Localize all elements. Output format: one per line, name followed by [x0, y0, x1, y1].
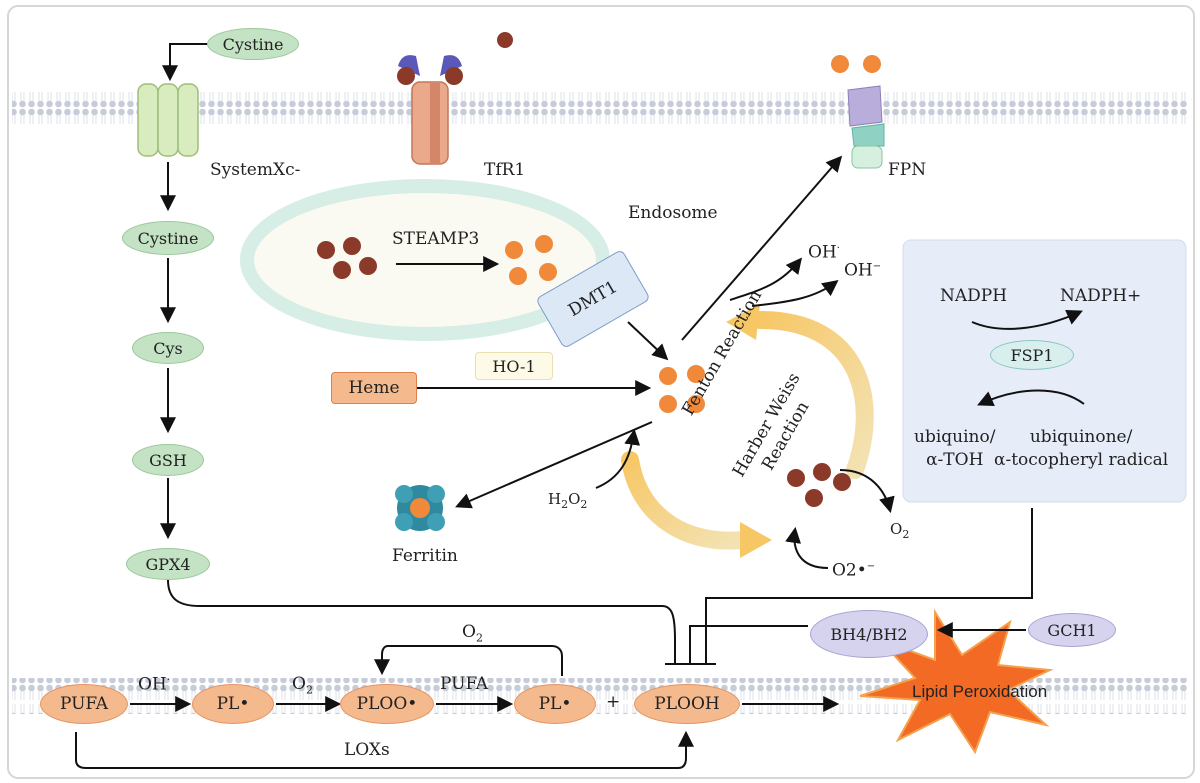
plooh-node: PLOOH — [634, 684, 740, 724]
lipid-peroxidation-label: Lipid Peroxidation — [912, 682, 1048, 701]
pufa-node: PUFA — [40, 684, 128, 724]
tfr1-label: TfR1 — [484, 160, 526, 180]
loxs-label: LOXs — [344, 740, 390, 760]
gsh-node: GSH — [132, 444, 204, 476]
gch1-node: GCH1 — [1028, 613, 1116, 647]
lipid-peroxidation-star — [859, 608, 1054, 755]
superoxide-label: O2•− — [832, 560, 876, 581]
cystine-inside-node: Cystine — [122, 221, 214, 255]
o2-product-label: O2 — [890, 520, 910, 541]
h2o2-label: H2O2 — [548, 490, 588, 511]
heme-label: Heme — [348, 378, 400, 398]
fe-cluster-pool — [654, 362, 714, 422]
oh-radical-lipid-label: OH· — [138, 674, 170, 695]
ubiquinol-label: ubiquino/ α-TOH — [914, 427, 996, 470]
fpn-transporter — [847, 85, 885, 169]
fpn-label: FPN — [888, 160, 927, 180]
ho1-box: HO-1 — [475, 352, 553, 380]
pl-radical-node-2: PL• — [514, 684, 596, 724]
steamp3-label: STEAMP3 — [392, 229, 480, 249]
cys-node: Cys — [132, 332, 204, 364]
ferritin-label: Ferritin — [392, 546, 458, 566]
dmt1-label: DMT1 — [564, 277, 622, 321]
fe-cluster-endosome-left — [312, 236, 382, 286]
oh-minus-label: OH− — [844, 260, 882, 281]
tfr1-receptor — [397, 55, 463, 165]
oh-radical-label: OH· — [808, 242, 840, 263]
ferritin-shape — [395, 485, 445, 531]
nadph-label: NADPH — [940, 286, 1008, 306]
ploo-radical-node: PLOO• — [340, 684, 434, 724]
pl-radical-node: PL• — [192, 684, 274, 724]
o2-lipid-label: O2 — [292, 674, 313, 697]
gpx4-node: GPX4 — [126, 548, 210, 580]
fsp1-panel — [902, 239, 1187, 503]
nadph-plus-label: NADPH+ — [1060, 286, 1142, 306]
plus-label: + — [606, 692, 621, 712]
fsp1-node: FSP1 — [990, 340, 1074, 370]
ho1-label: HO-1 — [492, 356, 536, 376]
ubiquinone-label: ubiquinone/ α-tocopheryl radical — [994, 427, 1169, 470]
endosome-label: Endosome — [628, 203, 718, 223]
system-xc-transporter — [137, 83, 199, 157]
o2-loop-label: O2 — [462, 622, 483, 645]
fe-cluster-endosome-right — [500, 232, 570, 292]
fe-cluster-haber — [784, 460, 854, 510]
pufa-lipid-label: PUFA — [440, 674, 489, 694]
heme-box: Heme — [331, 372, 417, 404]
top-membrane — [12, 92, 1188, 128]
cystine-outside-node: Cystine — [207, 28, 299, 60]
bh4-node: BH4/BH2 — [810, 610, 928, 658]
system-xc-label: SystemXc- — [210, 160, 301, 180]
